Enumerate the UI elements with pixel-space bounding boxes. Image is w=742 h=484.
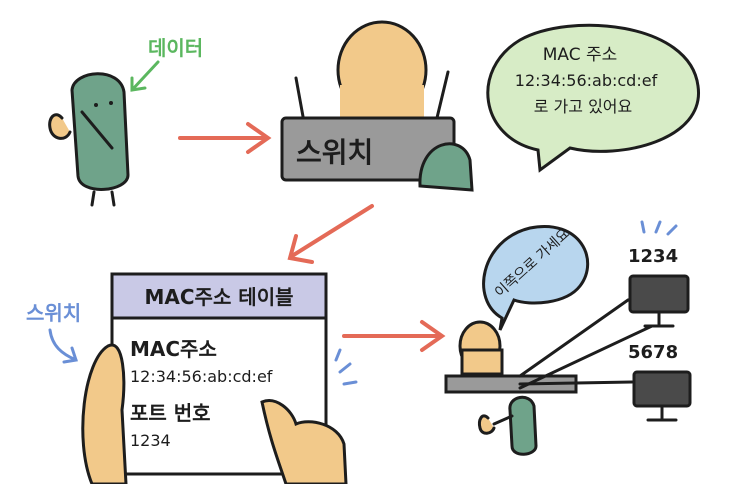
monitor-port-1234 (628, 274, 690, 314)
port-label: 포트 번호 (130, 401, 211, 425)
forward-switch-operator (458, 320, 504, 376)
mac-label: MAC주소 (130, 337, 217, 361)
switch-antenna-right (434, 70, 450, 124)
port-value: 1234 (130, 431, 171, 450)
data-character (48, 72, 130, 207)
cable-to-port-1234 (518, 298, 630, 378)
switch-operator (336, 20, 428, 125)
emphasis-marks-top (640, 220, 678, 236)
mac-table-header (110, 272, 328, 320)
port-top-label: 1234 (628, 246, 678, 267)
speech-top-line1: MAC 주소 (543, 45, 618, 65)
port-bottom-label: 5678 (628, 342, 678, 363)
arrow-data-to-switch (178, 122, 272, 154)
hand-left (81, 343, 128, 484)
speech-bubble-top (486, 23, 700, 173)
speech-top-line2: 12:34:56:ab:cd:ef (515, 71, 658, 90)
hand-pointing (260, 399, 348, 484)
data-character-small (478, 395, 538, 456)
mac-table-title: MAC주소 테이블 (144, 285, 293, 309)
switch-hand (418, 142, 474, 192)
data-label: 데이터 (148, 36, 203, 60)
cable-to-port-5678 (518, 380, 634, 386)
arrow-table-to-forward (342, 320, 446, 352)
switch-antenna-left (294, 76, 306, 124)
emphasis-marks (334, 348, 358, 386)
arrow-switch-to-table (287, 204, 374, 264)
mac-value: 12:34:56:ab:cd:ef (130, 367, 273, 386)
switch-box-label: 스위치 (296, 136, 373, 169)
speech-top-line3: 로 가고 있어요 (534, 97, 633, 116)
switch-side-pointer (48, 328, 78, 364)
switch-side-label: 스위치 (26, 301, 81, 325)
speech-bubble-small (482, 225, 590, 331)
cable-to-port-1234-second (518, 324, 654, 390)
monitor-port-5678 (632, 370, 692, 408)
data-label-pointer (130, 60, 160, 92)
